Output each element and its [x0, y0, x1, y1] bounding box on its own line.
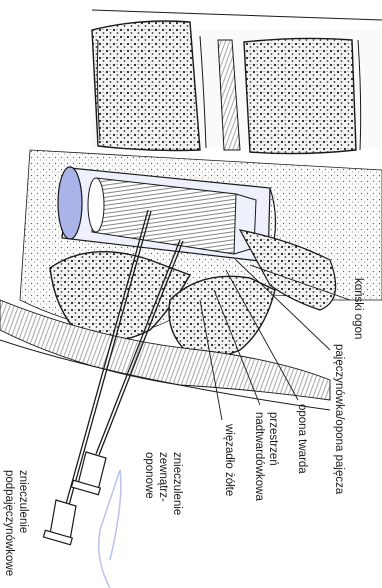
label-znieczulenie-zewnatrzoponowe: znieczulenie zewnątrz- oponowe: [143, 452, 183, 515]
vertebral-bodies: [92, 10, 382, 154]
svg-text:znieczulenie: znieczulenie: [17, 470, 29, 533]
svg-text:przestrzeń: przestrzeń: [267, 412, 279, 466]
svg-text:opona twarda: opona twarda: [296, 404, 308, 474]
label-znieczulenie-podpajeczynowkowe: znieczulenie podpajęczynówkowe: [3, 470, 29, 576]
svg-text:podpajęczynówkowe: podpajęczynówkowe: [3, 470, 15, 576]
label-pajeczynowka: pajęczynówka/opona pajęcza: [333, 344, 345, 495]
label-opona-twarda: opona twarda: [296, 404, 308, 474]
svg-text:znieczulenie: znieczulenie: [171, 452, 183, 515]
label-wiezadlo-zolte: więzadło żółte: [223, 423, 235, 496]
svg-text:zewnątrz-: zewnątrz-: [157, 452, 169, 502]
svg-text:koński ogon: koński ogon: [352, 278, 364, 339]
svg-text:pajęczynówka/opona pajęcza: pajęczynówka/opona pajęcza: [333, 344, 345, 495]
label-przestrzen-nadtwardowkowa: przestrzeń nadtwardówkowa: [253, 412, 279, 501]
label-konski-ogon: koński ogon: [352, 278, 364, 339]
svg-text:nadtwardówkowa: nadtwardówkowa: [253, 412, 265, 501]
svg-text:więzadło żółte: więzadło żółte: [223, 423, 235, 496]
svg-text:oponowe: oponowe: [143, 452, 155, 499]
pen-annotation: [99, 470, 121, 588]
